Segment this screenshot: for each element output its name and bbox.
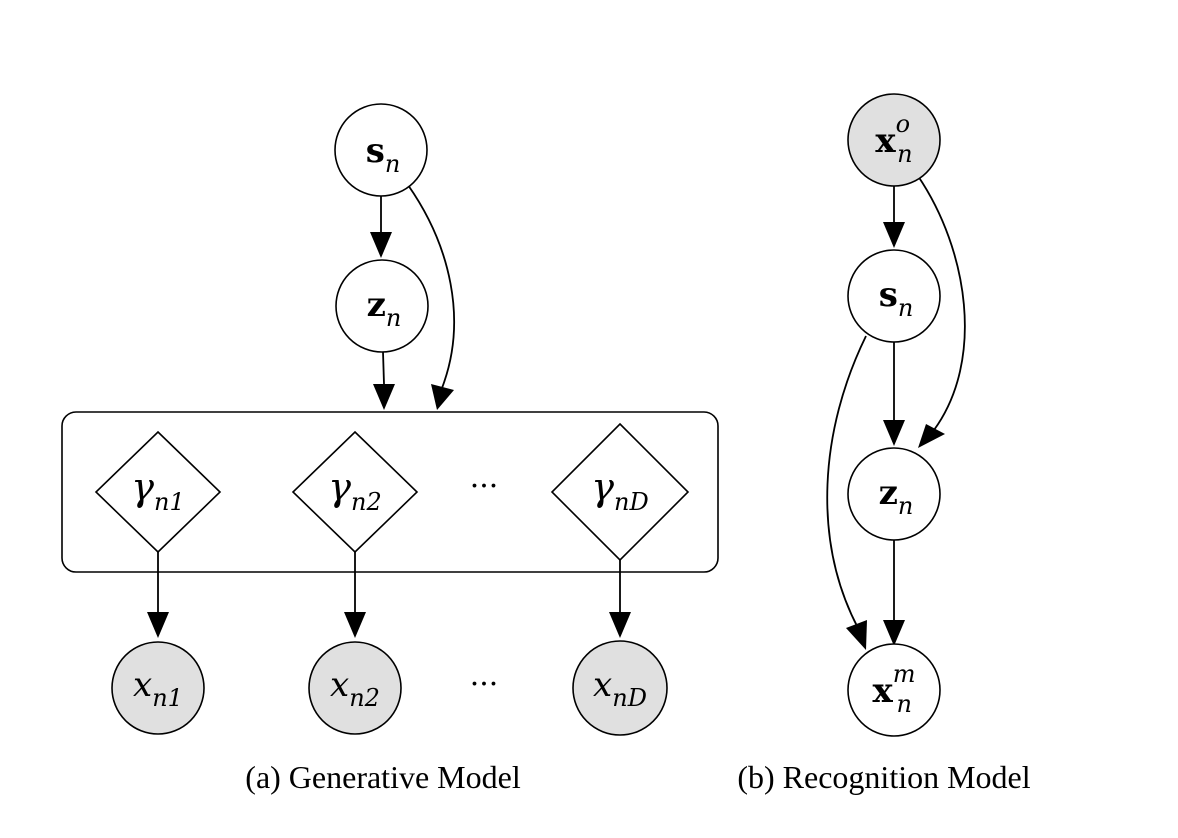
node-a-z-sub: n	[386, 304, 401, 332]
node-gamma-n1-shape	[94, 430, 222, 554]
node-b-s: sn	[847, 249, 941, 343]
node-b-z-base: z	[879, 473, 898, 513]
node-x-n1-sub: n1	[152, 684, 183, 712]
node-b-z-sub: n	[898, 492, 913, 520]
node-gamma-nD-sub: nD	[614, 488, 649, 516]
node-b-s-sub: n	[898, 294, 913, 322]
node-gamma-n2-shape	[291, 430, 419, 554]
svg-text:γn2: γn2	[328, 465, 381, 516]
node-b-x-missing-base: x	[872, 671, 893, 711]
svg-text:xnD: xnD	[593, 665, 647, 712]
node-b-s-circle	[847, 249, 941, 343]
arrowhead-s-to-xm	[846, 620, 867, 650]
arrowhead-s-to-z	[370, 232, 392, 258]
caption-generative-model: (a) Generative Model	[245, 759, 521, 795]
node-a-z: zn	[335, 259, 429, 353]
arrowhead-xo-to-z	[918, 424, 945, 448]
node-x-n1-base: x	[133, 665, 152, 705]
arrowhead-xo-to-s	[883, 222, 905, 248]
svg-text:sn: sn	[366, 131, 401, 178]
svg-text:γnD: γnD	[591, 465, 648, 516]
caption-recognition-model: (b) Recognition Model	[737, 759, 1030, 795]
node-x-n1-circle	[111, 641, 205, 735]
ellipsis-x: ···	[470, 667, 499, 702]
arrowhead-s-to-z-b	[883, 420, 905, 446]
node-x-nD: xnD	[572, 640, 668, 736]
node-b-x-observed-sup: o	[896, 110, 910, 138]
svg-text:sn: sn	[879, 275, 914, 322]
node-a-z-circle	[335, 259, 429, 353]
node-b-s-base: s	[879, 275, 898, 315]
node-b-x-observed-sub: n	[897, 140, 912, 168]
svg-text:xn1: xn1	[133, 665, 183, 712]
svg-text:zn: zn	[879, 473, 914, 520]
node-x-n2-base: x	[330, 665, 349, 705]
node-gamma-n2: γn2	[291, 430, 419, 554]
node-b-x-missing-sub: n	[897, 690, 912, 718]
edge-s-to-xm	[826, 335, 867, 629]
node-b-z: zn	[847, 447, 941, 541]
arrowhead-z-to-plate	[373, 384, 395, 410]
ellipsis-gamma: ···	[470, 469, 499, 504]
node-gamma-nD-base: γ	[591, 465, 614, 509]
node-x-n2-circle	[308, 641, 402, 735]
panel-generative-model: sn zn γn1 γn2 γnD	[61, 103, 719, 795]
svg-text:xon: xon	[875, 110, 912, 168]
node-b-x-missing-circle	[847, 643, 941, 737]
node-gamma-n1-sub: n1	[154, 488, 185, 516]
edge-xo-to-z	[917, 175, 966, 431]
node-b-x-observed-circle	[847, 93, 941, 187]
arrowhead-z-to-xm	[883, 620, 905, 646]
node-gamma-n2-base: γ	[328, 465, 351, 509]
plate-gamma	[61, 411, 719, 573]
node-gamma-n2-sub: n2	[351, 488, 382, 516]
node-a-z-base: z	[367, 285, 386, 325]
node-a-s-base: s	[366, 131, 385, 171]
node-a-s: sn	[334, 103, 428, 197]
node-b-x-missing-sup: m	[893, 660, 916, 688]
edge-s-to-plate	[407, 184, 455, 389]
arrowhead-s-to-plate	[431, 384, 454, 410]
arrowhead-gammaD-to-xD	[609, 612, 631, 638]
arrowhead-gamma1-to-x1	[147, 612, 169, 638]
node-a-s-sub: n	[385, 150, 400, 178]
arrowhead-gamma2-to-x2	[344, 612, 366, 638]
edge-z-to-plate	[382, 351, 385, 385]
node-gamma-nD-shape	[550, 422, 690, 562]
node-b-z-circle	[847, 447, 941, 541]
node-x-nD-base: x	[593, 665, 612, 705]
node-gamma-n1: γn1	[94, 430, 222, 554]
node-x-n1: xn1	[111, 641, 205, 735]
node-a-s-circle	[334, 103, 428, 197]
node-gamma-n1-base: γ	[131, 465, 154, 509]
node-gamma-nD: γnD	[550, 422, 690, 562]
node-x-n2-sub: n2	[349, 684, 380, 712]
node-x-nD-sub: nD	[612, 684, 647, 712]
node-b-x-observed-base: x	[875, 121, 896, 161]
svg-text:xn2: xn2	[330, 665, 380, 712]
svg-text:γn1: γn1	[131, 465, 184, 516]
node-x-n2: xn2	[308, 641, 402, 735]
svg-text:xmn: xmn	[872, 660, 915, 718]
node-x-nD-circle	[572, 640, 668, 736]
svg-text:zn: zn	[367, 285, 402, 332]
